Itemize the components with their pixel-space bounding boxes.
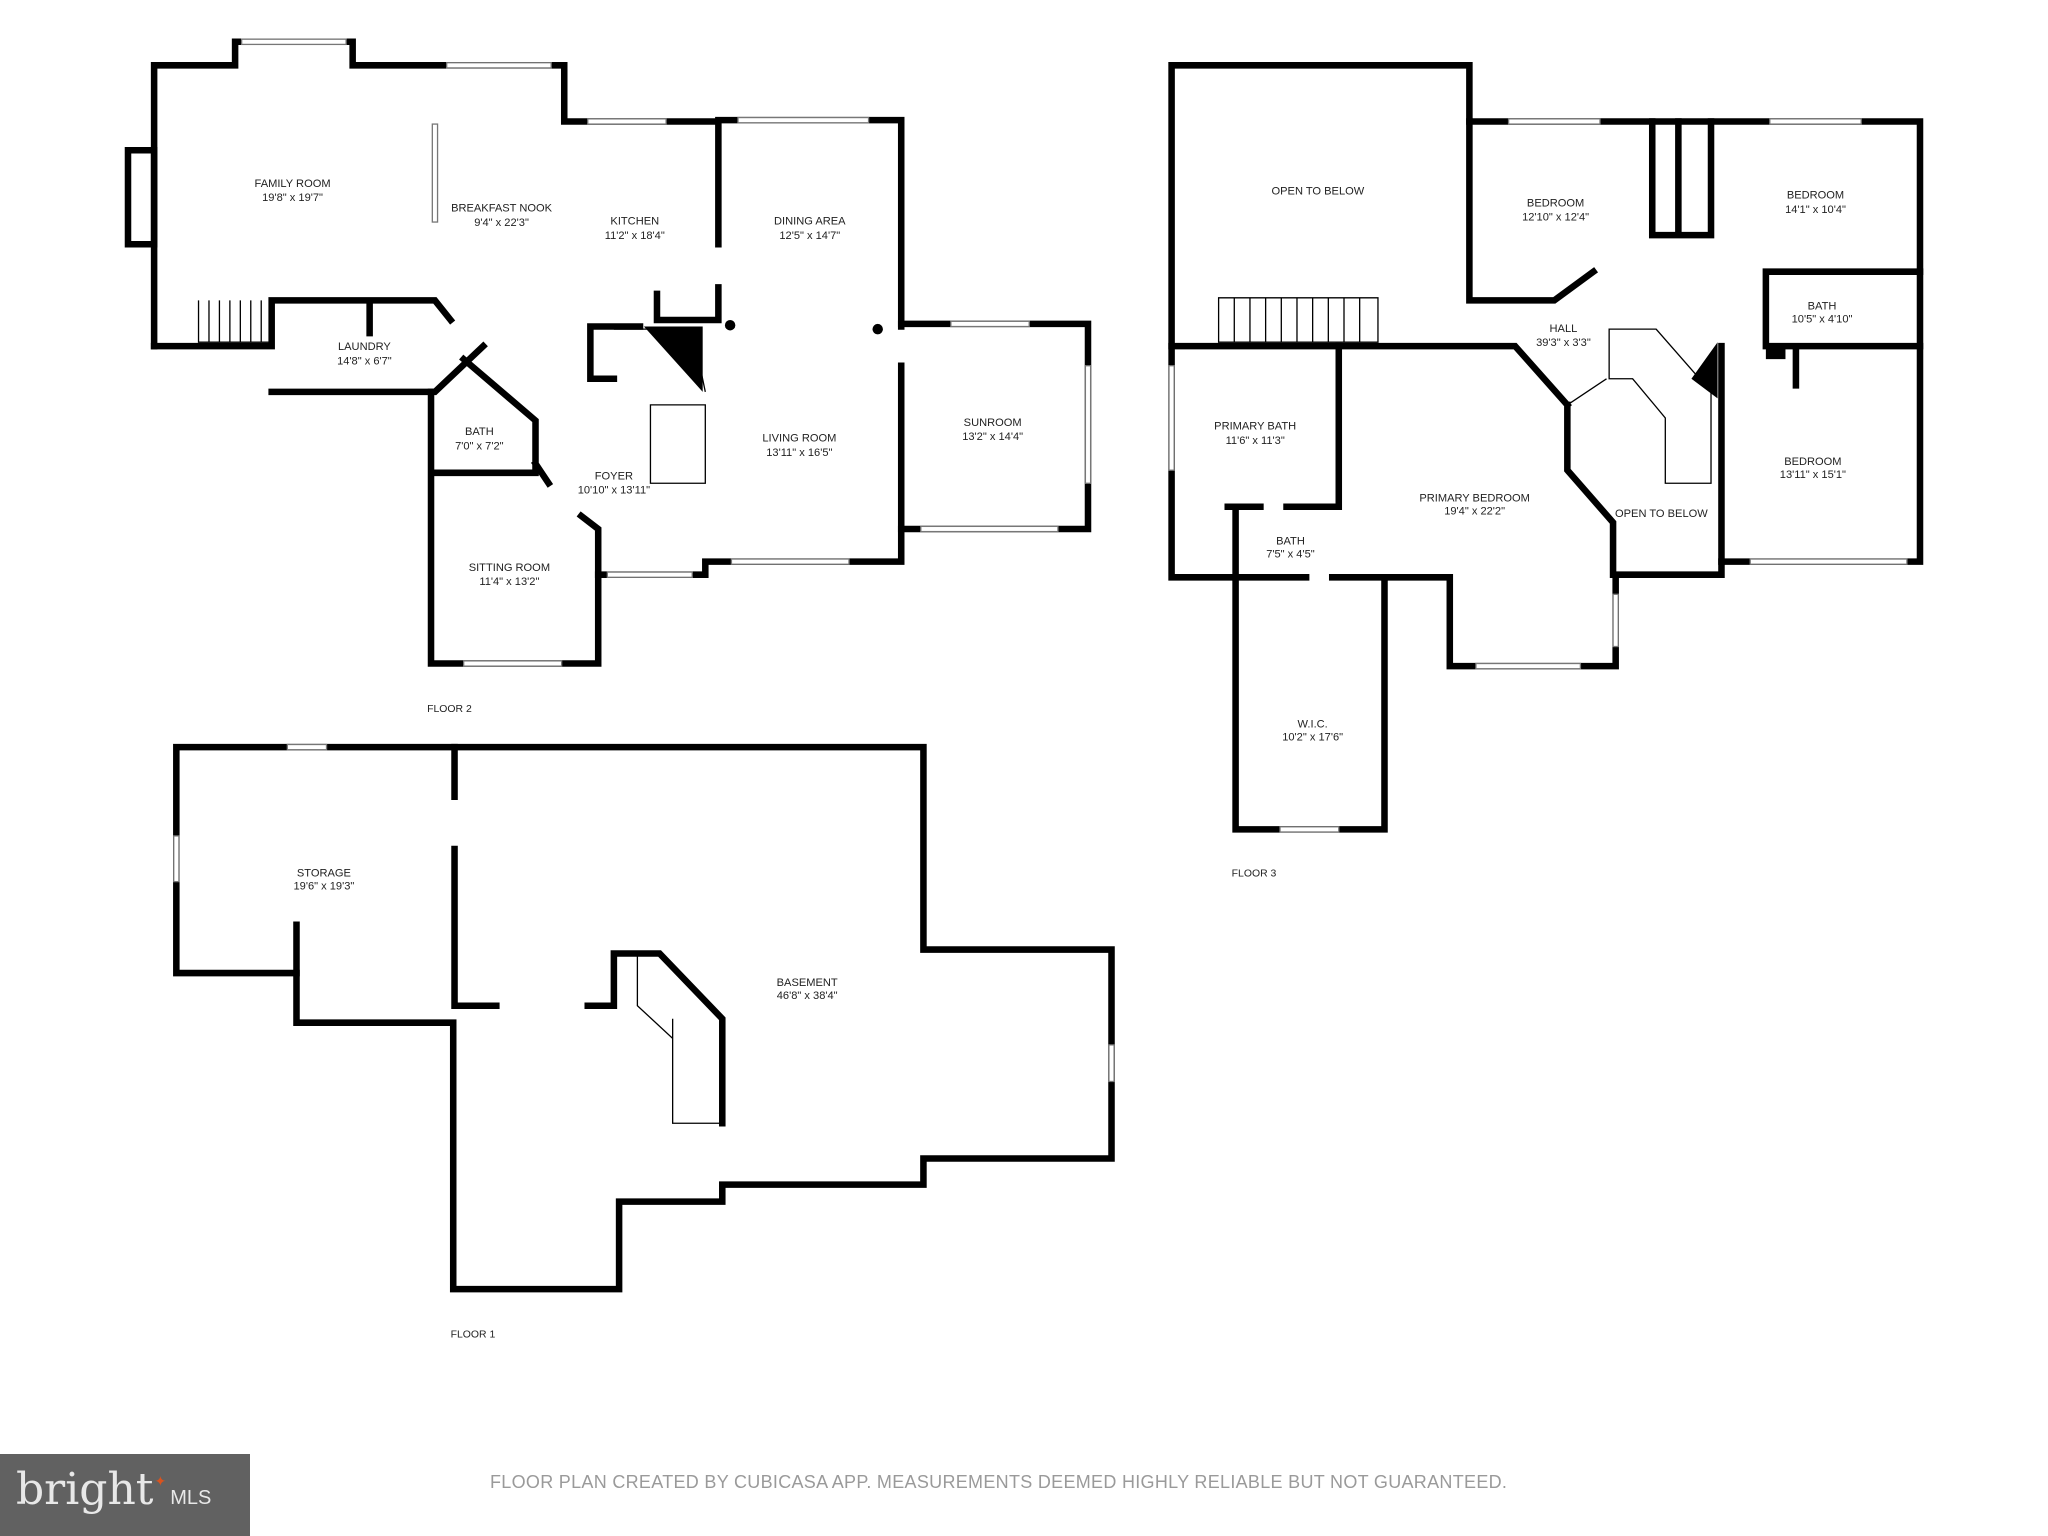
room-primary-bath: PRIMARY BATH <box>1214 421 1296 433</box>
room-basement: BASEMENT <box>777 977 838 989</box>
room-foyer: FOYER <box>595 470 633 482</box>
bright-mls-logo: bright ✦ MLS <box>0 1454 250 1536</box>
room-size: 19'8" x 19'7" <box>262 192 323 204</box>
room-size: 10'10" x 13'11" <box>578 485 650 497</box>
room-family-room: FAMILY ROOM <box>255 178 331 190</box>
room-size: 11'4" x 13'2" <box>479 576 539 588</box>
room-size: 14'8" x 6'7" <box>337 355 392 367</box>
room-size: 13'2" x 14'4" <box>962 431 1023 443</box>
room-size: 7'0" x 7'2" <box>455 440 504 452</box>
room-bedroom: BEDROOM <box>1784 456 1841 468</box>
room-size: 12'10" x 12'4" <box>1522 212 1589 224</box>
star-icon: ✦ <box>154 1473 167 1489</box>
room-size: 11'2" x 18'4" <box>605 230 665 242</box>
room-size: 13'11" x 15'1" <box>1780 469 1846 481</box>
room-size: 7'5" x 4'5" <box>1266 549 1315 561</box>
room-storage: STORAGE <box>297 867 351 879</box>
room-breakfast-nook: BREAKFAST NOOK <box>451 203 553 215</box>
room-hall: HALL <box>1550 323 1578 335</box>
room-bedroom: BEDROOM <box>1527 197 1584 209</box>
room-size: 14'1" x 10'4" <box>1785 204 1846 216</box>
room-living-room: LIVING ROOM <box>762 432 836 444</box>
room-sunroom: SUNROOM <box>964 417 1022 429</box>
room-size: 19'4" x 22'2" <box>1444 506 1505 518</box>
room-size: 19'6" x 19'3" <box>293 880 354 892</box>
room-bath: BATH <box>1808 301 1837 313</box>
floor1-walls <box>173 743 1115 1293</box>
floor1-labels: STORAGE 19'6" x 19'3" BASEMENT 46'8" x 3… <box>293 867 837 1340</box>
room-laundry: LAUNDRY <box>338 341 391 353</box>
floor-label: FLOOR 1 <box>451 1329 496 1340</box>
floor2-labels: FAMILY ROOM 19'8" x 19'7" BREAKFAST NOOK… <box>255 178 1024 715</box>
floor-label: FLOOR 3 <box>1232 868 1277 879</box>
room-dining-area: DINING AREA <box>774 216 846 228</box>
floor3-labels: OPEN TO BELOW BEDROOM 12'10" x 12'4" BED… <box>1214 186 1852 880</box>
room-primary-bedroom: PRIMARY BEDROOM <box>1419 493 1530 505</box>
floor-label: FLOOR 2 <box>427 704 472 715</box>
room-size: 9'4" x 22'3" <box>474 217 529 229</box>
room-size: 10'5" x 4'10" <box>1792 314 1853 326</box>
room-size: 10'2" x 17'6" <box>1282 732 1343 744</box>
room-wic: W.I.C. <box>1298 719 1328 731</box>
room-bath: BATH <box>1276 536 1305 548</box>
floor3-walls <box>1168 62 1924 833</box>
room-open-to-below: OPEN TO BELOW <box>1272 186 1365 198</box>
room-size: 12'5" x 14'7" <box>779 230 840 242</box>
room-sitting-room: SITTING ROOM <box>469 562 550 574</box>
room-bedroom: BEDROOM <box>1787 190 1844 202</box>
room-open-to-below: OPEN TO BELOW <box>1615 508 1708 520</box>
room-kitchen: KITCHEN <box>610 216 659 228</box>
room-size: 46'8" x 38'4" <box>777 990 838 1002</box>
floor2-walls <box>124 38 1092 667</box>
room-bath: BATH <box>465 426 494 438</box>
room-size: 13'11" x 16'5" <box>766 447 832 459</box>
room-size: 11'6" x 11'3" <box>1226 435 1285 447</box>
room-size: 39'3" x 3'3" <box>1536 337 1591 349</box>
disclaimer: FLOOR PLAN CREATED BY CUBICASA APP. MEAS… <box>490 1472 1508 1492</box>
